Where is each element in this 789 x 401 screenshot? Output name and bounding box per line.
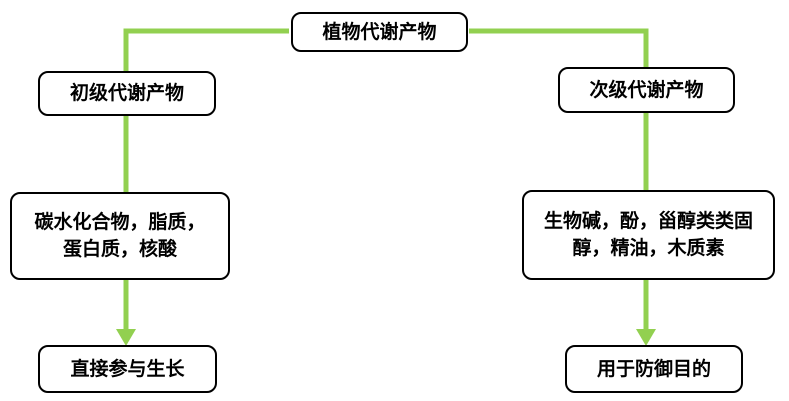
node-primary-components-line2: 蛋白质，核酸 xyxy=(62,239,177,260)
node-secondary-components: 生物碱，酚，甾醇类类固 醇，精油，木质素 xyxy=(522,190,775,280)
node-plant-metabolites-label: 植物代谢产物 xyxy=(322,21,437,43)
node-secondary-metabolites-label: 次级代谢产物 xyxy=(589,79,704,101)
node-primary-metabolites: 初级代谢产物 xyxy=(38,71,216,116)
node-secondary-role-label: 用于防御目的 xyxy=(596,358,711,380)
node-secondary-components-line1: 生物碱，酚，甾醇类类固 xyxy=(543,211,753,232)
left-arrowhead xyxy=(116,329,136,346)
right-arrowhead xyxy=(636,329,656,346)
node-secondary-components-line2: 醇，精油，木质素 xyxy=(572,238,725,259)
node-primary-components: 碳水化合物，脂质， 蛋白质，核酸 xyxy=(10,192,230,280)
node-primary-role: 直接参与生长 xyxy=(38,345,217,393)
node-primary-metabolites-label: 初级代谢产物 xyxy=(69,83,184,104)
node-secondary-role: 用于防御目的 xyxy=(565,345,743,393)
node-secondary-metabolites: 次级代谢产物 xyxy=(558,67,735,113)
node-plant-metabolites: 植物代谢产物 xyxy=(291,12,468,52)
node-primary-role-label: 直接参与生长 xyxy=(70,358,185,380)
node-primary-components-line1: 碳水化合物，脂质， xyxy=(34,212,206,233)
